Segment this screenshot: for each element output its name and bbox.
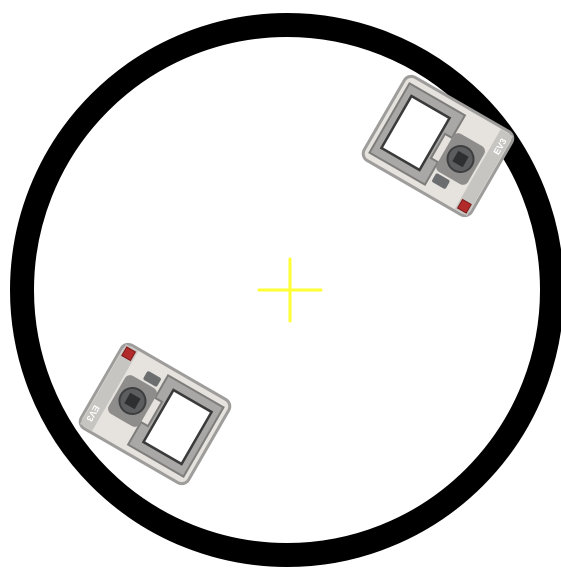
arena-canvas: EV3 EV3 xyxy=(0,0,561,569)
game-stage: EV3 EV3 xyxy=(0,0,561,569)
